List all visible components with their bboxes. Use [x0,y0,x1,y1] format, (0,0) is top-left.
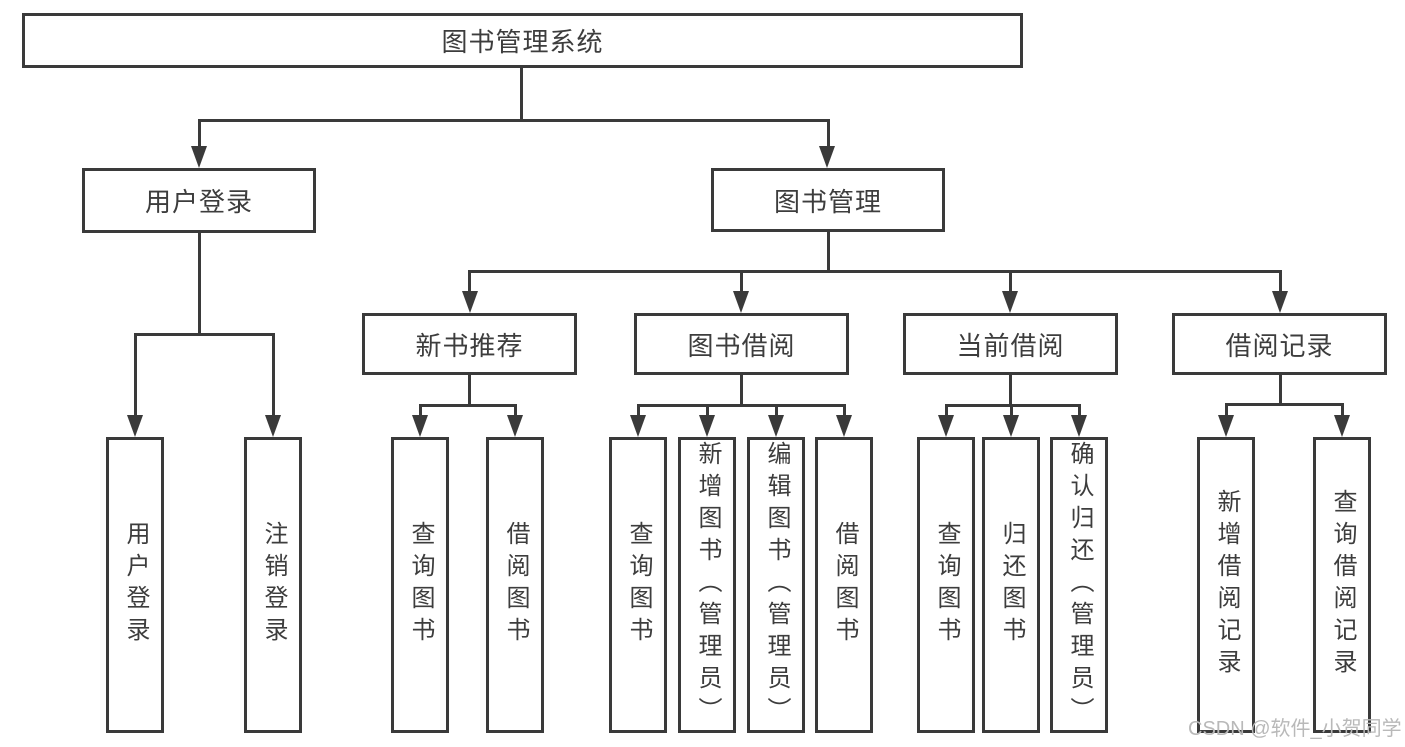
node-label: 图书管理 [773,186,882,217]
connector-drop-nbr-borrow [514,404,517,417]
arrowhead-cb-confirm [1071,415,1087,437]
connector-drop-br-add [1225,403,1228,417]
node-label: 借阅记录 [1225,330,1334,361]
connector-drop-book-mgmt [827,119,830,147]
node-label: 当前借阅 [956,330,1065,361]
leaf-cb-confirm-return-admin: 确认归还（管理员） [1050,437,1108,733]
leaf-nbr-borrow-book: 借阅图书 [486,437,544,733]
node-label: 查询图书 [933,521,960,649]
node-user-login: 用户登录 [82,168,316,233]
connector-root-trunk [520,68,523,120]
node-new-book-rec: 新书推荐 [362,313,577,375]
leaf-cb-query-book: 查询图书 [917,437,975,733]
leaf-bb-borrow-book: 借阅图书 [815,437,873,733]
leaf-bb-edit-book-admin: 编辑图书（管理员） [747,437,805,733]
leaf-logout: 注销登录 [244,437,302,733]
node-label: 新增图书（管理员） [694,441,721,729]
node-label: 图书借阅 [687,330,796,361]
node-label: 图书管理系统 [441,27,604,57]
leaf-bb-query-book: 查询图书 [609,437,667,733]
arrowhead-nbr-borrow [507,415,523,437]
leaf-nbr-query-book: 查询图书 [391,437,449,733]
node-label: 查询借阅记录 [1329,489,1356,681]
connector-drop-leaf-logout [272,333,275,417]
connector-drop-cb-query [945,404,948,417]
node-label: 编辑图书（管理员） [763,441,790,729]
connector-drop-bb-add [706,404,709,417]
connector-root-branch [198,119,830,122]
connector-bb-branch [637,404,845,407]
node-book-mgmt: 图书管理 [711,168,945,232]
node-label: 新书推荐 [415,330,524,361]
leaf-bb-add-book-admin: 新增图书（管理员） [678,437,736,733]
node-label: 确认归还（管理员） [1066,441,1093,729]
leaf-cb-return-book: 归还图书 [982,437,1040,733]
node-label: 用户登录 [122,521,149,649]
connector-drop-bb-borrow [843,404,846,417]
arrowhead-bb-edit [768,415,784,437]
connector-drop-bb-query [637,404,640,417]
connector-drop-cb-confirm [1078,404,1081,417]
connector-drop-leaf-user-login [134,333,137,417]
connector-drop-nbr-query [419,404,422,417]
node-label: 新增借阅记录 [1213,489,1240,681]
connector-bb-trunk [740,375,743,407]
connector-bookmgmt-branch [468,270,1281,273]
connector-userlogin-trunk [198,233,201,336]
connector-drop-book-borrow [740,270,743,293]
arrowhead-br-query [1334,415,1350,437]
arrowhead-leaf-user-login [127,415,143,437]
connector-nbr-trunk [468,375,471,407]
node-label: 查询图书 [625,521,652,649]
leaf-br-query-record: 查询借阅记录 [1313,437,1371,733]
connector-drop-current-borrow [1009,270,1012,293]
arrowhead-cb-return [1003,415,1019,437]
csdn-watermark: CSDN @软件_小贺同学 [1188,718,1402,740]
node-current-borrow: 当前借阅 [903,313,1118,375]
node-label: 注销登录 [260,521,287,649]
arrowhead-new-book-rec [462,291,478,313]
connector-nbr-branch [419,404,516,407]
connector-cb-trunk [1009,375,1012,407]
arrowhead-br-add [1218,415,1234,437]
connector-drop-bb-edit [775,404,778,417]
connector-drop-cb-return [1010,404,1013,417]
arrowhead-book-borrow [733,291,749,313]
connector-drop-br-query [1341,403,1344,417]
arrowhead-user-login [191,146,207,168]
connector-drop-user-login [198,119,201,147]
connector-userlogin-branch [134,333,275,336]
node-borrow-record: 借阅记录 [1172,313,1387,375]
arrowhead-leaf-logout [265,415,281,437]
arrowhead-bb-add [699,415,715,437]
leaf-br-add-record: 新增借阅记录 [1197,437,1255,733]
connector-bookmgmt-trunk [827,232,830,273]
arrowhead-current-borrow [1002,291,1018,313]
node-label: 用户登录 [144,187,253,217]
connector-drop-borrow-record [1279,270,1282,293]
node-label: 借阅图书 [831,521,858,649]
arrowhead-nbr-query [412,415,428,437]
node-label: 借阅图书 [502,521,529,649]
leaf-user-login: 用户登录 [106,437,164,733]
connector-br-trunk [1279,375,1282,406]
arrowhead-book-mgmt [819,146,835,168]
arrowhead-cb-query [938,415,954,437]
arrowhead-bb-query [630,415,646,437]
arrowhead-borrow-record [1272,291,1288,313]
connector-br-branch [1225,403,1343,406]
arrowhead-bb-borrow [836,415,852,437]
node-book-borrow: 图书借阅 [634,313,849,375]
node-label: 归还图书 [998,521,1025,649]
connector-drop-new-book-rec [468,270,471,293]
node-root-library-system: 图书管理系统 [22,13,1023,68]
node-label: 查询图书 [407,521,434,649]
